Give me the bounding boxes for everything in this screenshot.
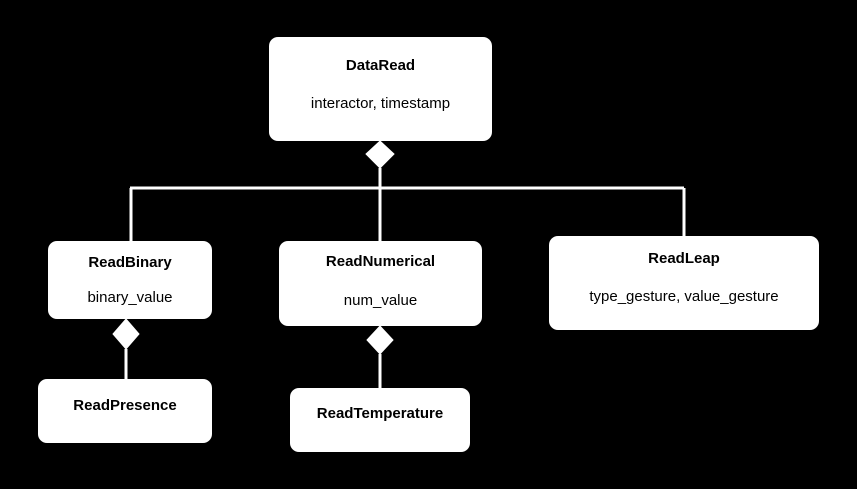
- composition-diamond-dataread: [365, 140, 395, 169]
- class-node-readnumerical-attributes: num_value: [343, 292, 418, 309]
- class-node-dataread-title: DataRead: [345, 57, 416, 74]
- class-node-readleap-title: ReadLeap: [648, 250, 720, 267]
- class-node-dataread[interactable]: DataRead interactor, timestamp: [269, 37, 492, 141]
- class-node-readpresence[interactable]: ReadPresence: [38, 379, 212, 443]
- class-node-readbinary-attributes: binary_value: [87, 289, 173, 306]
- class-node-dataread-attributes: interactor, timestamp: [310, 95, 451, 112]
- class-node-readleap-attributes: type_gesture, value_gesture: [589, 288, 779, 305]
- class-node-readtemperature-title: ReadTemperature: [316, 405, 444, 422]
- class-node-readbinary-title: ReadBinary: [88, 254, 172, 271]
- class-node-readtemperature[interactable]: ReadTemperature: [290, 388, 470, 452]
- composition-diamond-readnumerical: [366, 325, 394, 355]
- class-node-readnumerical-title: ReadNumerical: [325, 253, 436, 270]
- composition-diamond-readbinary: [112, 318, 140, 350]
- class-node-readnumerical[interactable]: ReadNumerical num_value: [279, 241, 482, 326]
- class-node-readpresence-title: ReadPresence: [73, 397, 177, 414]
- class-node-readbinary[interactable]: ReadBinary binary_value: [48, 241, 212, 319]
- class-node-readleap[interactable]: ReadLeap type_gesture, value_gesture: [549, 236, 819, 330]
